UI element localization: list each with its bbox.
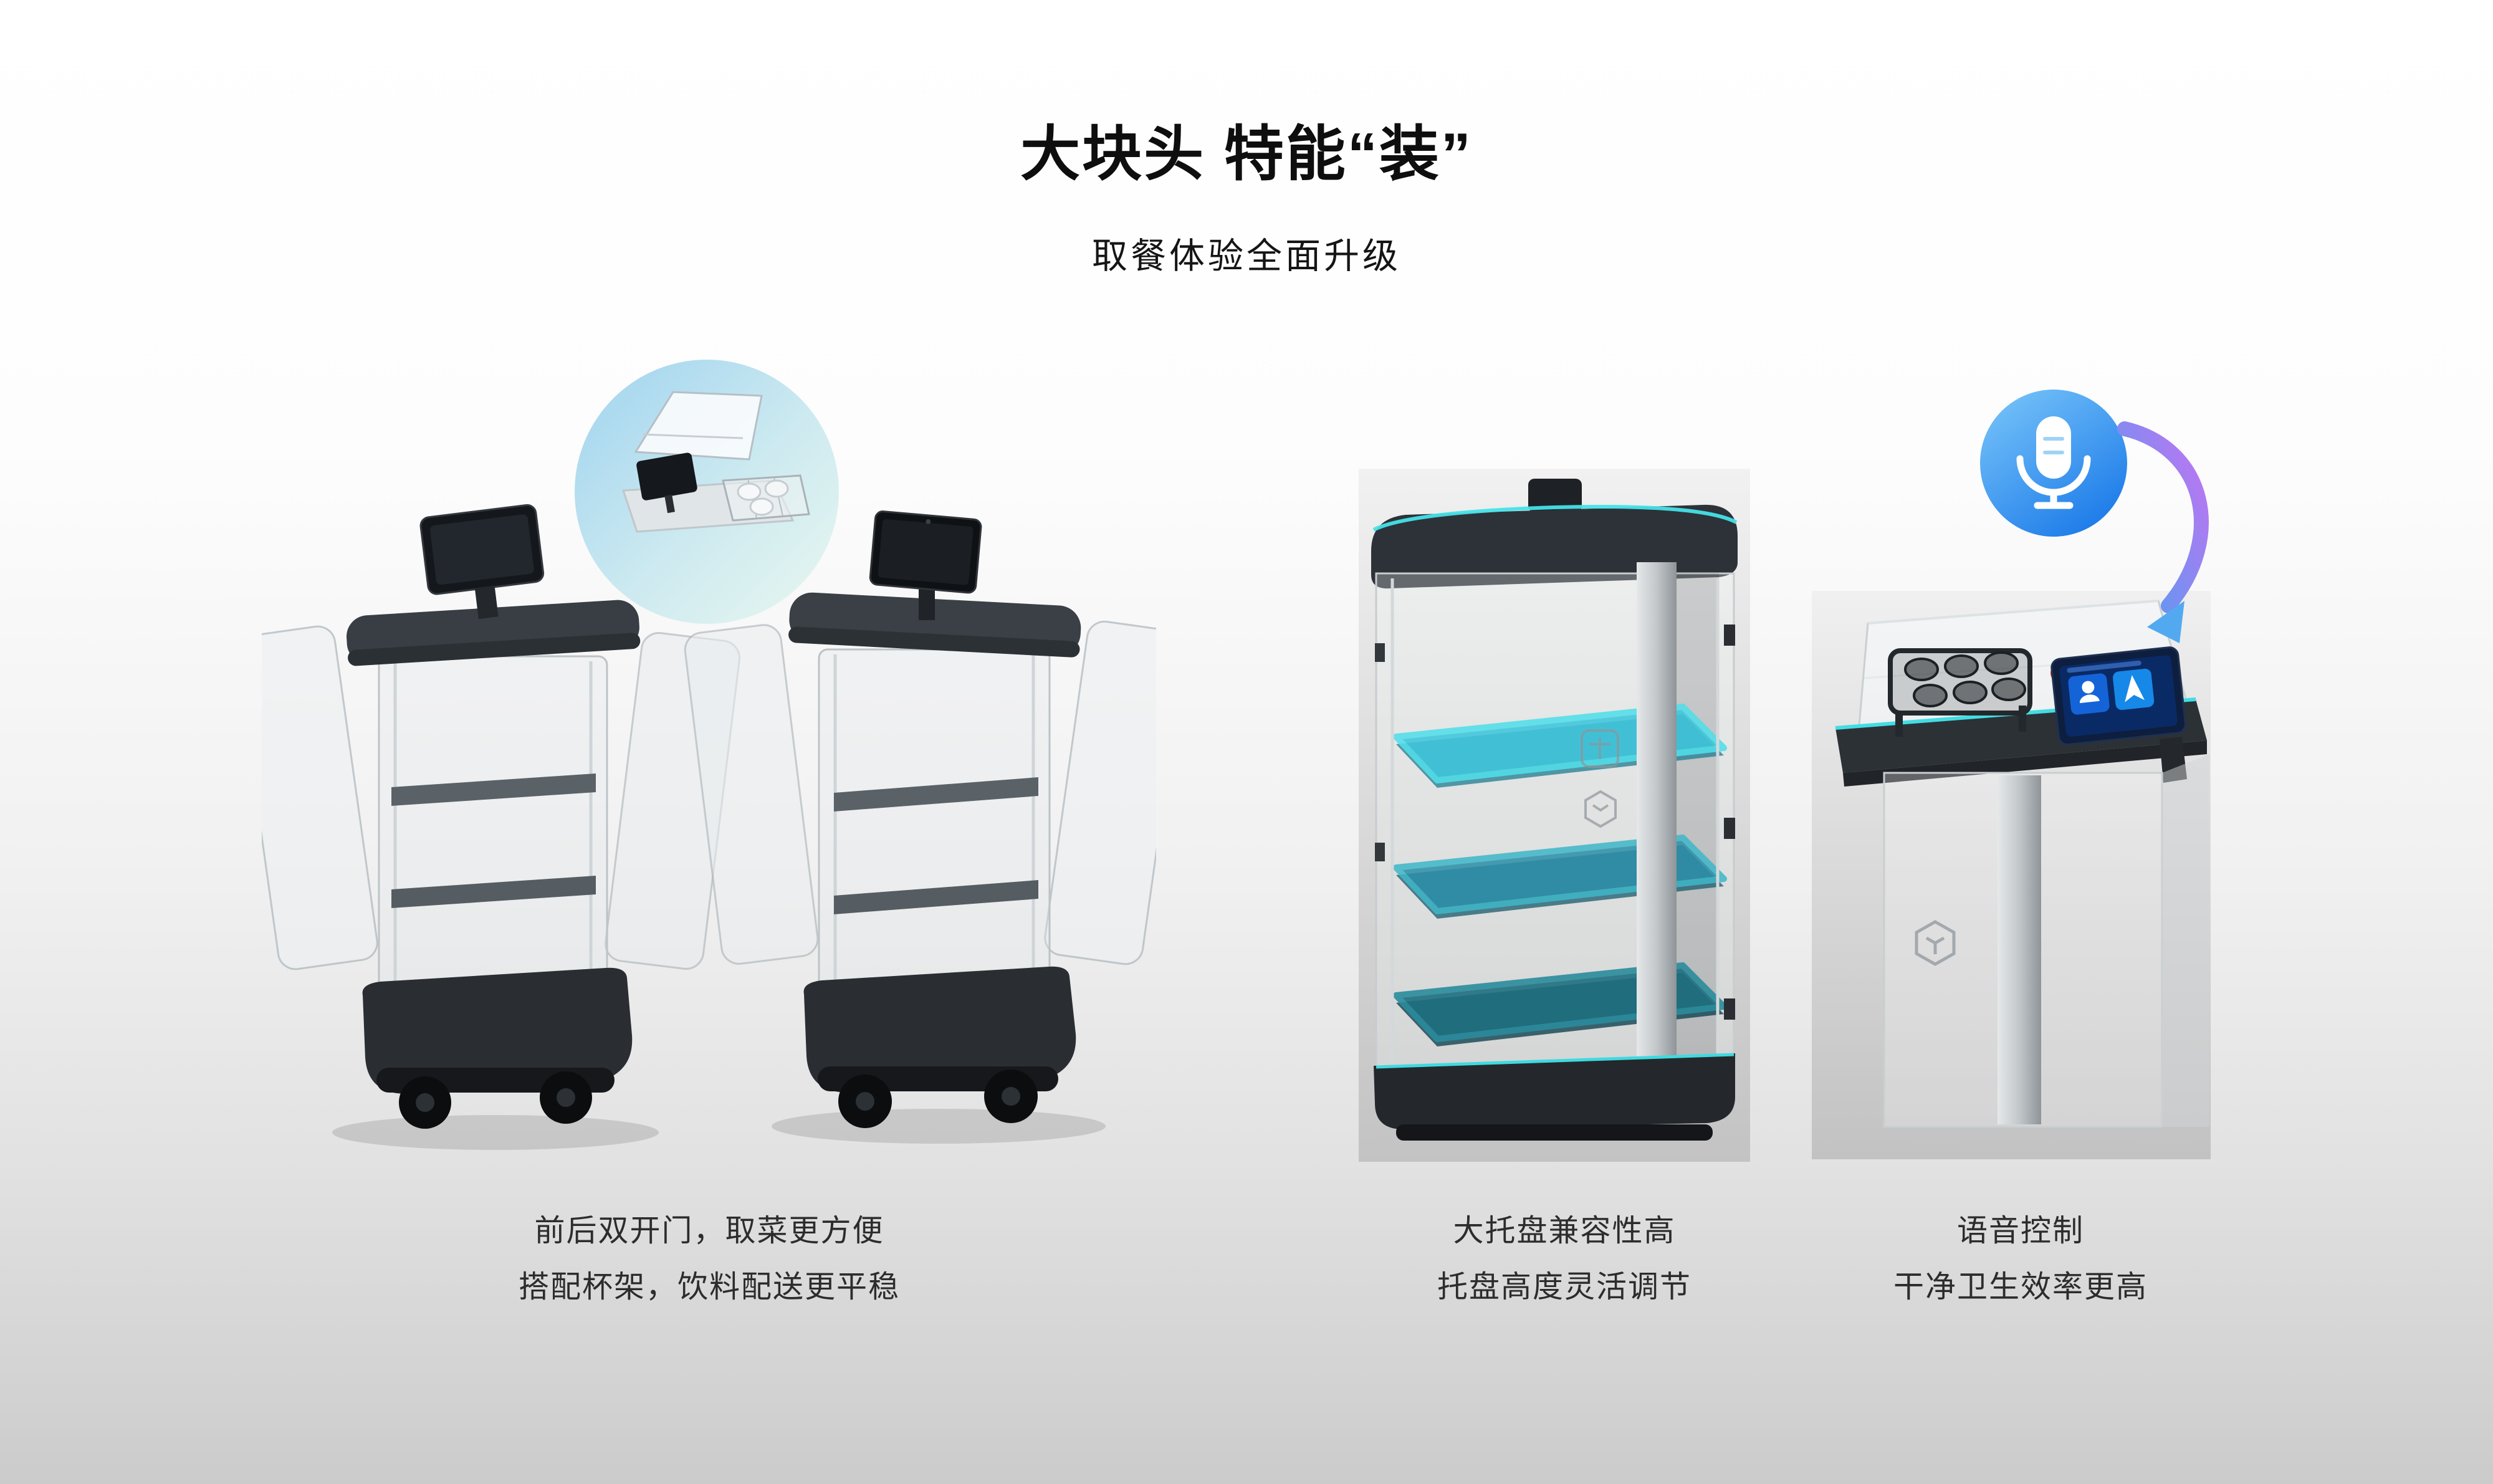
shelf — [834, 880, 1038, 914]
caption-line: 前后双开门，取菜更方便 — [534, 1214, 884, 1248]
center-pillar — [1637, 562, 1677, 1070]
robot-right — [684, 510, 1156, 1144]
curved-arrow-icon — [2117, 421, 2209, 643]
caption-double-doors: 前后双开门，取菜更方便 搭配杯架，饮料配送更平稳 — [398, 1203, 1021, 1315]
counter-top — [788, 592, 1081, 658]
open-door-panel — [684, 624, 819, 965]
caption-line: 托盘高度灵活调节 — [1437, 1270, 1692, 1304]
counter-top — [347, 600, 641, 666]
caption-line: 搭配杯架，饮料配送更平稳 — [518, 1270, 900, 1304]
shelf — [391, 876, 596, 908]
inset-screen — [636, 452, 697, 514]
robot-base — [362, 967, 633, 1094]
page-title: 大块头 特能“装” — [1020, 121, 1473, 188]
microphone-icon — [1980, 390, 2127, 537]
shelf — [391, 773, 596, 806]
touchscreen — [2050, 646, 2186, 745]
caption-line: 语音控制 — [1956, 1214, 2084, 1248]
cup-rack — [1888, 648, 2032, 737]
lower-cabinet — [1883, 754, 2209, 1128]
open-door-panel — [262, 625, 378, 970]
frame-and-hinges — [1375, 578, 1735, 1066]
tablet-screen — [419, 504, 545, 620]
page-subtitle: 取餐体验全面升级 — [1092, 236, 1401, 276]
shelf — [834, 777, 1038, 811]
cabinet-base — [1374, 1053, 1735, 1141]
top-cap — [1528, 479, 1582, 512]
open-door-panel — [1044, 620, 1156, 965]
tablet-screen — [869, 510, 982, 594]
caption-large-tray: 大托盘兼容性高 托盘高度灵活调节 — [1346, 1203, 1782, 1315]
caption-voice-control: 语音控制 干净卫生效率更高 — [1802, 1203, 2239, 1315]
robot-base — [803, 966, 1076, 1093]
hero-header: 大块头 特能“装” 取餐体验全面升级 — [0, 123, 2493, 279]
double-doors-illustration — [262, 358, 1156, 1175]
caption-line: 干净卫生效率更高 — [1893, 1270, 2148, 1304]
screen-pole — [919, 585, 935, 620]
tray-cabinet-illustration — [1359, 469, 1750, 1162]
caption-line: 大托盘兼容性高 — [1453, 1214, 1676, 1248]
cup-holder-inset — [575, 360, 839, 624]
cup-basket — [722, 474, 810, 522]
voice-control-illustration — [1811, 379, 2214, 1162]
brand-logo-mark — [1915, 920, 1956, 966]
brand-logo-mark — [1581, 729, 1619, 828]
